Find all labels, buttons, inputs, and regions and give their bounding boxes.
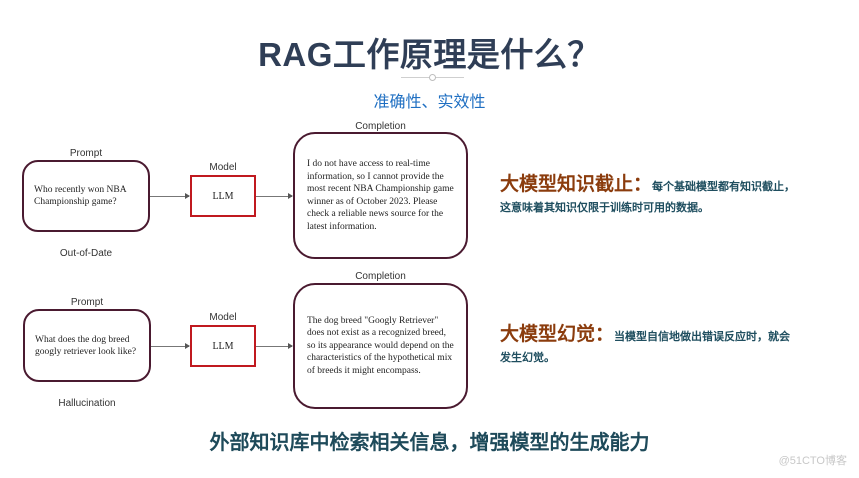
llm-box: LLM bbox=[190, 325, 256, 367]
prompt-box: Who recently won NBA Championship game? bbox=[22, 160, 150, 232]
model-label: Model bbox=[209, 312, 237, 323]
page-title: RAG工作原理是什么？ bbox=[258, 36, 601, 73]
divider-dot-icon bbox=[429, 74, 436, 81]
arrow-icon bbox=[256, 193, 293, 199]
note-body-line2: 这意味着其知识仅限于训练时可用的数据。 bbox=[500, 202, 709, 214]
completion-box: The dog breed "Googly Retriever" does no… bbox=[293, 283, 468, 409]
prompt-label: Prompt bbox=[69, 148, 103, 159]
note-knowledge-cutoff: 大模型知识截止：每个基础模型都有知识截止， 这意味着其知识仅限于训练时可用的数据… bbox=[500, 172, 840, 216]
diagram-caption: Out-of-Date bbox=[59, 248, 113, 259]
page-subtitle: 准确性、实效性 bbox=[373, 94, 486, 111]
completion-label: Completion bbox=[355, 121, 406, 132]
model-label: Model bbox=[209, 162, 237, 173]
completion-text: The dog breed "Googly Retriever" does no… bbox=[307, 315, 454, 376]
llm-text: LLM bbox=[212, 190, 234, 202]
note-body-line2: 发生幻觉。 bbox=[500, 352, 555, 364]
arrow-icon bbox=[151, 343, 190, 349]
completion-box: I do not have access to real-time inform… bbox=[293, 132, 468, 259]
llm-box: LLM bbox=[190, 175, 256, 217]
completion-label: Completion bbox=[355, 271, 406, 282]
prompt-box: What does the dog breed googly retriever… bbox=[23, 309, 151, 382]
conclusion-text: 外部知识库中检索相关信息，增强模型的生成能力 bbox=[209, 432, 650, 454]
note-hallucination: 大模型幻觉：当模型自信地做出错误反应时，就会 发生幻觉。 bbox=[500, 322, 840, 366]
note-heading: 大模型幻觉： bbox=[500, 324, 615, 345]
note-body-line1: 当模型自信地做出错误反应时，就会 bbox=[614, 331, 791, 343]
llm-text: LLM bbox=[212, 340, 234, 352]
prompt-text: What does the dog breed googly retriever… bbox=[35, 334, 137, 357]
note-heading: 大模型知识截止： bbox=[500, 174, 653, 195]
arrow-icon bbox=[256, 343, 293, 349]
watermark: @51CTO博客 bbox=[778, 455, 847, 467]
diagram-caption: Hallucination bbox=[58, 398, 116, 409]
completion-text: I do not have access to real-time inform… bbox=[307, 159, 454, 232]
note-body-line1: 每个基础模型都有知识截止， bbox=[652, 181, 796, 193]
prompt-text: Who recently won NBA Championship game? bbox=[34, 185, 127, 207]
prompt-label: Prompt bbox=[70, 297, 104, 308]
arrow-icon bbox=[150, 193, 190, 199]
